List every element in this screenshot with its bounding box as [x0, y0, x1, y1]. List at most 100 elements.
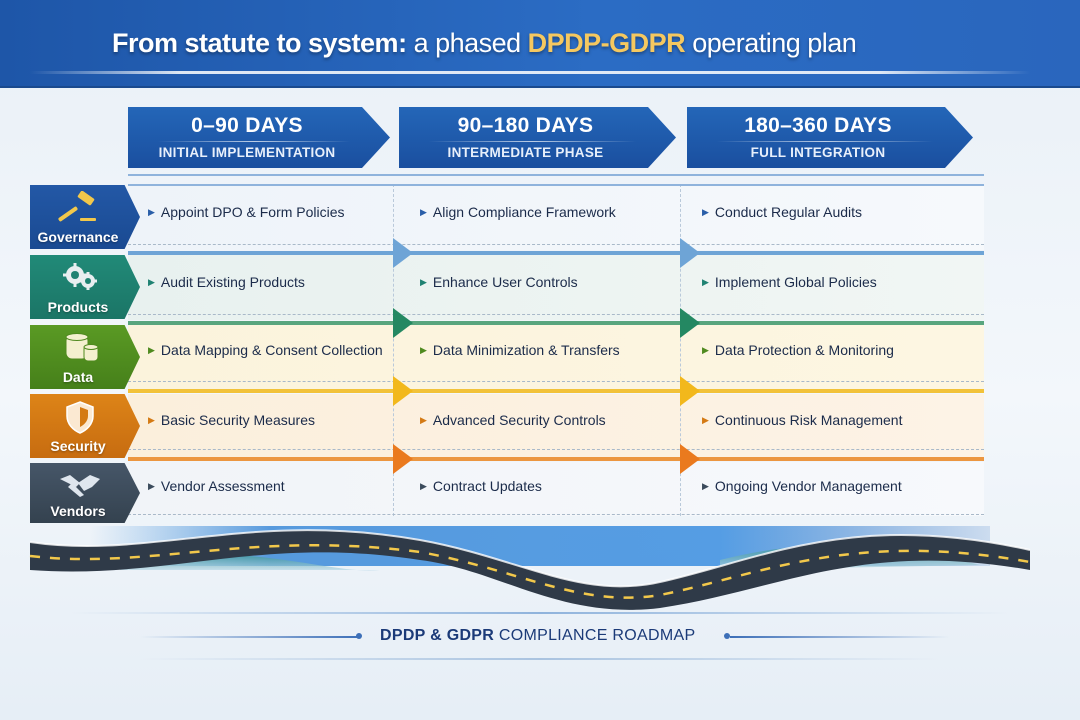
task-item: ▶ Vendor Assessment: [148, 478, 285, 494]
phase-header-1: 0–90 DAYS INITIAL IMPLEMENTATION: [128, 107, 390, 168]
task-text: Data Protection & Monitoring: [714, 342, 894, 358]
phase-divider: [429, 141, 636, 142]
phase-days: 0–90 DAYS: [191, 114, 303, 137]
task-text: Enhance User Controls: [432, 274, 578, 290]
title-part-2: a phased: [406, 28, 528, 58]
row-bg-security: [128, 394, 984, 458]
bullet-icon: ▶: [148, 206, 155, 217]
task-text: Audit Existing Products: [160, 274, 305, 290]
footer-dot: [724, 633, 730, 639]
task-item: ▶ Data Mapping & Consent Collection: [148, 342, 383, 358]
phase-label: INITIAL IMPLEMENTATION: [158, 145, 336, 160]
category-data: Data: [30, 325, 140, 389]
phase-header-3: 180–360 DAYS FULL INTEGRATION: [687, 107, 973, 168]
category-vendors: Vendors: [30, 463, 140, 523]
bullet-icon: ▶: [148, 414, 155, 425]
footer-right-rule: [730, 636, 950, 638]
bullet-icon: ▶: [148, 276, 155, 287]
task-item: ▶ Data Minimization & Transfers: [420, 342, 620, 358]
row-divider: [128, 449, 984, 450]
gears-icon: [63, 263, 97, 290]
row-bg-vendors: [128, 462, 984, 516]
task-item: ▶ Data Protection & Monitoring: [702, 342, 894, 358]
bullet-icon: ▶: [702, 206, 709, 217]
category-label: Products: [47, 299, 109, 315]
task-item: ▶ Ongoing Vendor Management: [702, 478, 902, 494]
task-item: ▶ Advanced Security Controls: [420, 412, 606, 428]
row-bg-products: [128, 254, 984, 320]
column-divider: [680, 184, 681, 516]
row-divider: [128, 314, 984, 315]
bullet-icon: ▶: [702, 480, 709, 491]
phase-label: INTERMEDIATE PHASE: [447, 145, 604, 160]
grid-top-line: [128, 184, 984, 186]
bullet-icon: ▶: [420, 480, 427, 491]
database-icon: [65, 333, 99, 362]
footer-dot: [356, 633, 362, 639]
bullet-icon: ▶: [420, 414, 427, 425]
bullet-icon: ▶: [420, 206, 427, 217]
category-products: Products: [30, 255, 140, 319]
category-label: Data: [62, 369, 94, 385]
task-text: Data Mapping & Consent Collection: [160, 342, 383, 358]
footer-title: DPDP & GDPR COMPLIANCE ROADMAP: [380, 627, 695, 645]
task-text: Vendor Assessment: [160, 478, 285, 494]
title-part-3: operating plan: [685, 28, 857, 58]
task-item: ▶ Implement Global Policies: [702, 274, 877, 290]
header-rule: [30, 71, 1030, 74]
band-governance: [128, 251, 984, 255]
row-bg-governance: [128, 184, 984, 250]
footer-bottom-rule: [140, 658, 940, 660]
task-item: ▶ Audit Existing Products: [148, 274, 305, 290]
category-label: Governance: [37, 229, 119, 245]
task-item: ▶ Conduct Regular Audits: [702, 204, 862, 220]
phase-label: FULL INTEGRATION: [750, 145, 886, 160]
task-item: ▶ Contract Updates: [420, 478, 542, 494]
bullet-icon: ▶: [702, 276, 709, 287]
footer-title-bold: DPDP & GDPR: [380, 627, 495, 644]
row-divider: [128, 514, 984, 515]
phase-divider: [158, 141, 350, 142]
bullet-icon: ▶: [148, 344, 155, 355]
band-data: [128, 389, 984, 393]
category-label: Security: [50, 438, 106, 454]
task-text: Conduct Regular Audits: [714, 204, 863, 220]
bullet-icon: ▶: [702, 344, 709, 355]
task-item: ▶Continuous Risk Management: [702, 412, 902, 428]
phase-rule: [128, 174, 984, 176]
road-illustration: [29, 526, 1031, 610]
gavel-icon: [58, 191, 96, 222]
header-banner: From statute to system: a phased DPDP-GD…: [0, 0, 1080, 88]
phase-divider: [717, 141, 933, 142]
handshake-icon: [60, 475, 100, 497]
phase-days: 90–180 DAYS: [457, 114, 594, 137]
task-text: Basic Security Measures: [160, 412, 315, 428]
category-security: Security: [30, 394, 140, 458]
task-text: Ongoing Vendor Management: [714, 478, 902, 494]
task-text: Align Compliance Framework: [432, 204, 616, 220]
bullet-icon: ▶: [702, 414, 709, 425]
footer-left-rule: [140, 636, 360, 638]
bullet-icon: ▶: [420, 344, 427, 355]
row-divider: [128, 244, 984, 245]
task-text: Contract Updates: [432, 478, 542, 494]
category-label: Vendors: [50, 503, 106, 519]
band-products: [128, 321, 984, 325]
category-governance: Governance: [30, 185, 140, 249]
bullet-icon: ▶: [148, 480, 155, 491]
task-item: ▶ Enhance User Controls: [420, 274, 578, 290]
phase-header-2: 90–180 DAYS INTERMEDIATE PHASE: [399, 107, 676, 168]
bullet-icon: ▶: [420, 276, 427, 287]
column-divider: [393, 184, 394, 516]
row-bg-data: [128, 324, 984, 390]
title-accent: DPDP-GDPR: [527, 28, 686, 58]
task-item: ▶ Align Compliance Framework: [420, 204, 616, 220]
page-title: From statute to system: a phased DPDP-GD…: [112, 28, 857, 59]
task-item: ▶ Basic Security Measures: [148, 412, 315, 428]
shield-icon: [66, 401, 94, 434]
task-item: ▶ Appoint DPO & Form Policies: [148, 204, 345, 220]
task-text: Data Minimization & Transfers: [432, 342, 620, 358]
task-text: Advanced Security Controls: [432, 412, 606, 428]
task-text: Implement Global Policies: [714, 274, 877, 290]
task-text: Appoint DPO & Form Policies: [160, 204, 345, 220]
